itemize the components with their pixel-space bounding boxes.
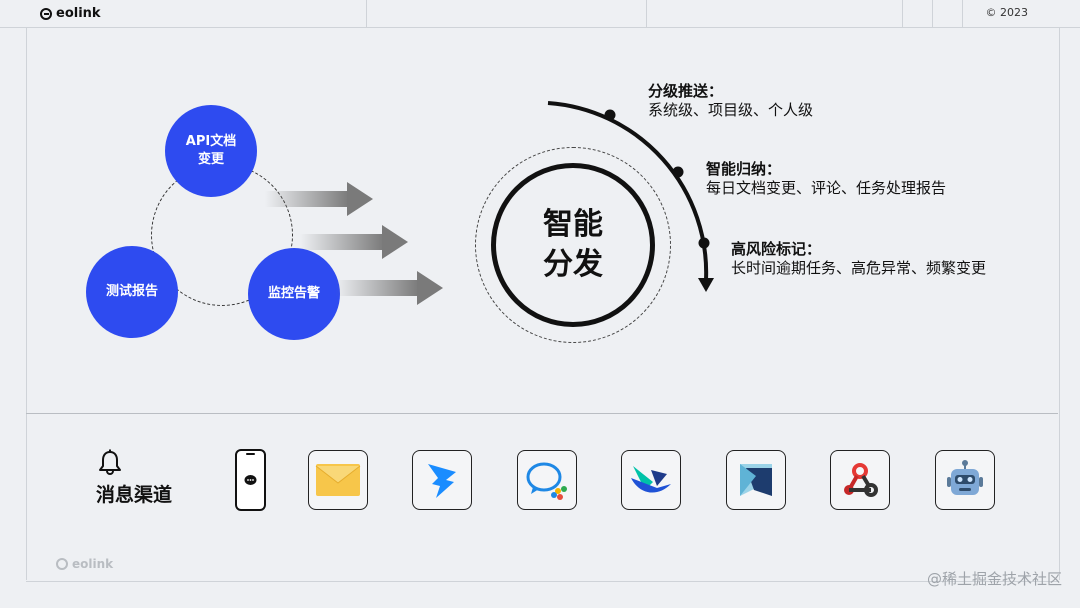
copyright: © 2023 xyxy=(985,6,1029,19)
email-icon xyxy=(315,464,361,496)
flow-arrow xyxy=(265,182,373,216)
feature-desc: 系统级、项目级、个人级 xyxy=(648,101,814,119)
source-credit: @稀土掘金技术社区 xyxy=(926,570,1062,588)
feature-desc: 长时间逾期任务、高危异常、频繁变更 xyxy=(731,259,987,277)
source-api-doc-change: API文档 变更 xyxy=(165,105,257,197)
slide-frame xyxy=(26,28,1060,580)
channel-robot[interactable] xyxy=(935,450,995,510)
brand-logo: eolink xyxy=(40,6,101,21)
bell-icon xyxy=(99,449,121,475)
lanxin-icon xyxy=(740,464,772,496)
channel-wecom[interactable] xyxy=(517,450,577,510)
channels-title: 消息渠道 xyxy=(96,484,173,506)
source-monitor-alert: 监控告警 xyxy=(248,248,340,340)
section-divider xyxy=(26,413,1058,414)
channel-dingtalk[interactable] xyxy=(412,450,472,510)
channel-webhook[interactable] xyxy=(830,450,890,510)
feature-desc: 每日文档变更、评论、任务处理报告 xyxy=(706,179,947,197)
channel-lanxin[interactable] xyxy=(726,450,786,510)
footer-brand: eolink xyxy=(72,557,114,571)
footer-logo: eolink xyxy=(56,557,113,571)
feature-title: 智能归纳： xyxy=(706,160,782,178)
bottom-border xyxy=(26,581,1058,582)
feishu-icon xyxy=(631,466,671,493)
top-bar: eolink © 2023 xyxy=(0,0,1080,28)
eolink-logo-icon xyxy=(40,7,52,20)
feature-title: 高风险标记： xyxy=(731,240,822,258)
webhook-icon xyxy=(844,463,878,497)
channel-email[interactable] xyxy=(308,450,368,510)
phone-sms-icon xyxy=(235,449,266,511)
channel-feishu[interactable] xyxy=(621,450,681,510)
brand-name: eolink xyxy=(56,6,101,21)
core-smart-dispatch: 智能 分发 xyxy=(491,163,655,327)
robot-icon xyxy=(947,460,983,495)
flow-arrow xyxy=(335,271,443,305)
feature-title: 分级推送： xyxy=(648,82,724,100)
flow-arrow xyxy=(300,225,408,259)
source-test-report: 测试报告 xyxy=(86,246,178,338)
eolink-logo-icon xyxy=(56,558,68,570)
dingtalk-icon xyxy=(428,464,456,498)
core-dashed-ring xyxy=(475,147,671,343)
wecom-icon xyxy=(526,462,567,500)
